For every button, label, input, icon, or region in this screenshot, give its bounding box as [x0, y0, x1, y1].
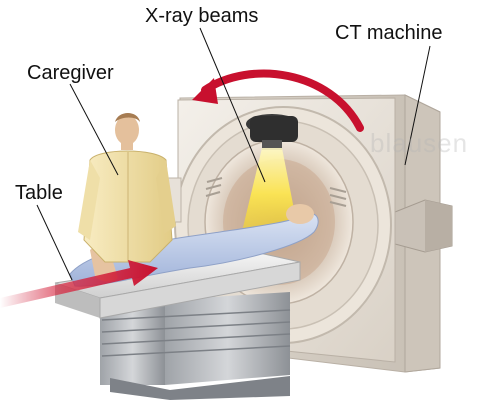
label-ct-machine: CT machine — [335, 23, 442, 43]
watermark: blausen — [370, 128, 468, 159]
label-table: Table — [15, 183, 63, 203]
caregiver-figure — [78, 113, 176, 262]
label-xray-beams: X-ray beams — [145, 6, 258, 26]
label-caregiver: Caregiver — [27, 63, 114, 83]
leader-table — [37, 205, 72, 280]
rotation-arrowhead — [192, 78, 218, 104]
